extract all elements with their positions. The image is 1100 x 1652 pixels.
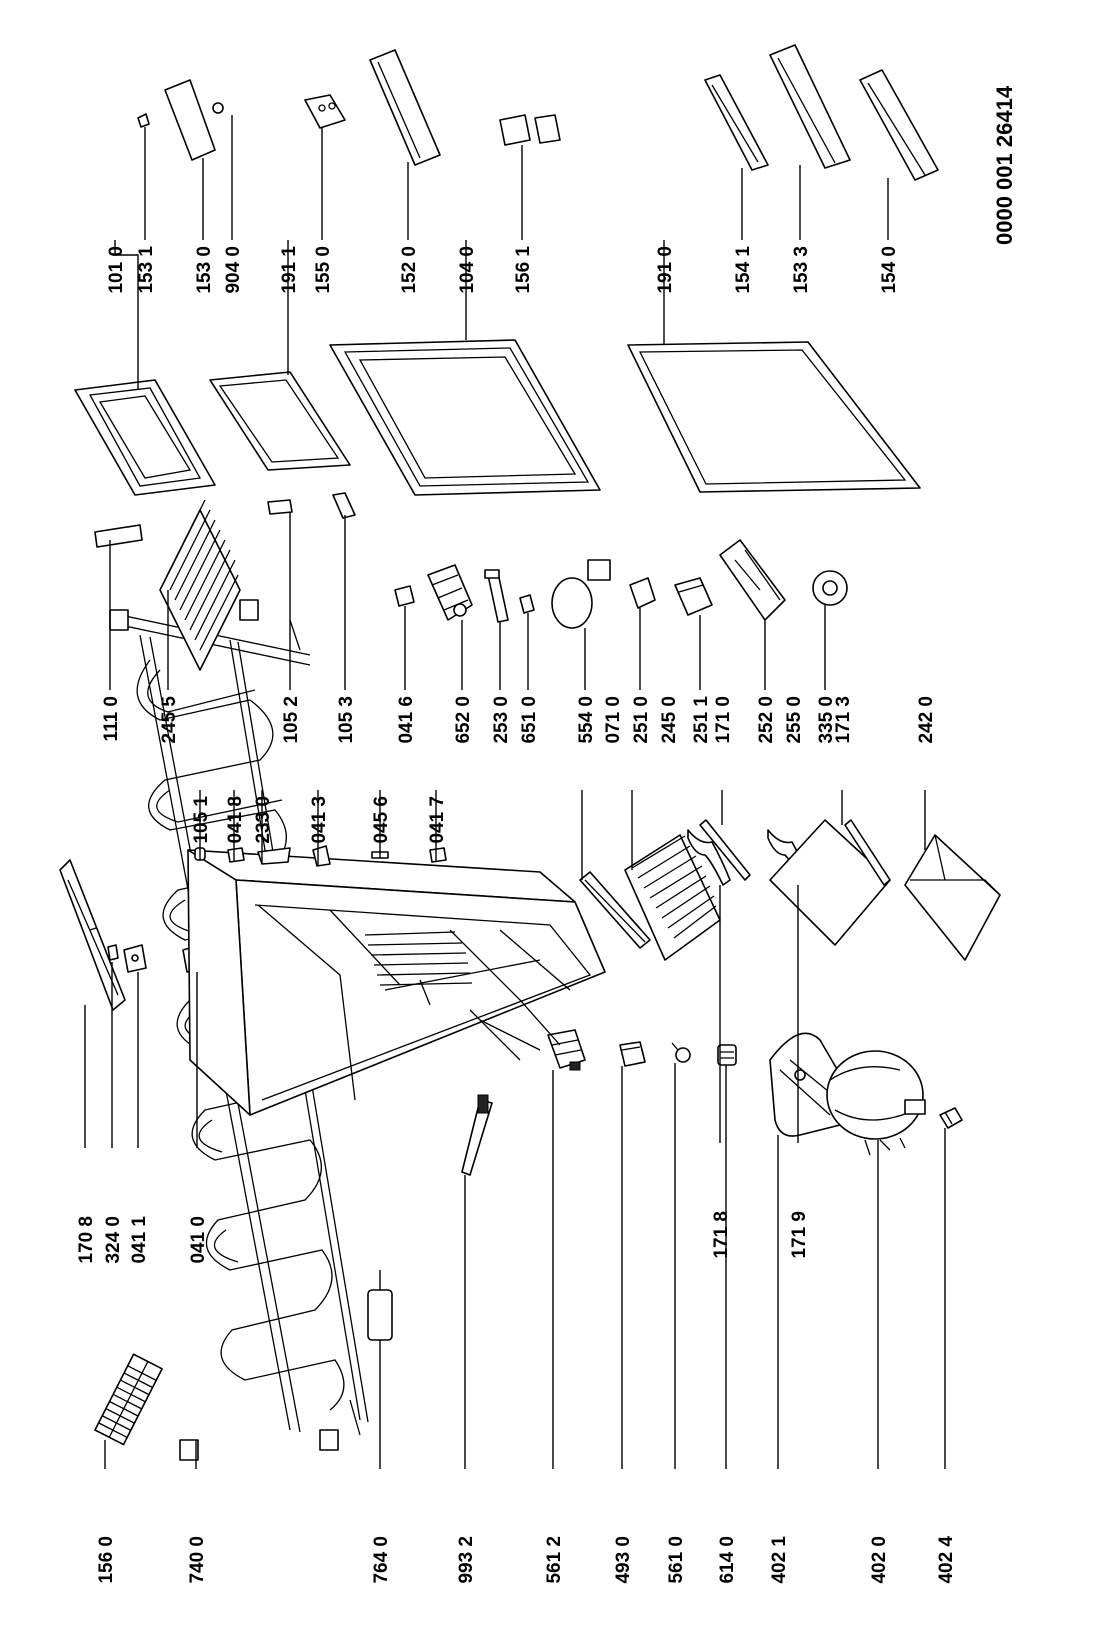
- compressor-clip-drawing: [939, 1107, 963, 1129]
- part-label-bracket: 041 6: [396, 696, 417, 744]
- part-label-thermostat-housing: 252 0: [756, 696, 777, 744]
- ice-cube-tray-drawing: [94, 1353, 163, 1446]
- drip-tray-drawing: [579, 871, 651, 949]
- part-label-light-box: 251 1: [691, 696, 712, 744]
- part-label-knob: 554 0: [576, 696, 597, 744]
- screw-drawing: [107, 944, 119, 961]
- part-label-door-shelf-mid: 153 3: [791, 246, 812, 294]
- part-label-freezer-gasket: 191 1: [279, 246, 300, 294]
- part-label-freezer-door: 101 0: [106, 246, 127, 294]
- part-label-bottle-shelf: 154 0: [879, 246, 900, 294]
- grommet-drawing: [717, 1044, 737, 1066]
- part-label-relay: 561 2: [544, 1536, 565, 1584]
- part-label-hinge-pin: 105 1: [191, 796, 212, 844]
- part-label-condenser: 740 0: [187, 1536, 208, 1584]
- part-label-hinge-cap: 041 7: [427, 796, 448, 844]
- cover-drawing: [619, 1041, 646, 1067]
- part-label-upper-hinge: 041 1: [129, 1216, 150, 1264]
- part-label-washer: 904 0: [223, 246, 244, 294]
- part-label-shelf-trim: 171 0: [713, 696, 734, 744]
- part-label-wire-shelf: 245 5: [159, 696, 180, 744]
- wire-shelf-drawing: [159, 499, 241, 671]
- door-stop-bar-drawing: [332, 492, 356, 519]
- part-label-lamp-holder: 651 0: [519, 696, 540, 744]
- relay-drawing: [547, 1029, 586, 1071]
- part-label-foot: 233 0: [253, 796, 274, 844]
- part-label-ice-cube-tray: 156 0: [96, 1536, 117, 1584]
- part-label-grommet: 614 0: [717, 1536, 738, 1584]
- lamp-cover-drawing: [629, 577, 656, 609]
- part-label-drip-tray: 071 0: [603, 696, 624, 744]
- part-label-service-tube: 993 2: [456, 1536, 477, 1584]
- cabinet-drawing: [187, 849, 606, 1116]
- crisper-trim-drawing: [844, 819, 891, 886]
- part-label-bottle-retainer: 154 1: [733, 246, 754, 294]
- part-label-compressor-clip: 402 4: [936, 1536, 957, 1584]
- light-box-drawing: [674, 577, 713, 616]
- part-label-door-stop: 105 2: [281, 696, 302, 744]
- part-label-glass-shelf-rack: 245 0: [659, 696, 680, 744]
- part-label-crisper-drawer: 242 0: [916, 696, 937, 744]
- part-label-screw: 324 0: [103, 1216, 124, 1264]
- bracket-drawing: [394, 585, 415, 607]
- thermostat-knob-drawing: [812, 570, 848, 606]
- crisper-cover-drawing: [769, 819, 891, 946]
- part-labels: 156 0 740 0 764 0 993 2 561 2 493 0 561 0 614 0…: [76, 246, 957, 1584]
- part-label-overload-clip: 561 0: [666, 1536, 687, 1584]
- part-label-door-shelf-small: 153 0: [194, 246, 215, 294]
- door-shelves-drawing: [137, 44, 939, 181]
- top-panel-drawing: [59, 859, 126, 1011]
- part-label-egg-tray-pin: 153 1: [136, 246, 157, 294]
- part-label-lower-hinge: 041 0: [188, 1216, 209, 1264]
- part-label-shelf-support-left: 171 8: [711, 1211, 732, 1259]
- shelf-trim-drawing: [699, 819, 751, 881]
- thermostat-drawing: [427, 564, 473, 621]
- upper-hinge-drawing: [123, 944, 147, 973]
- crisper-drawer-drawing: [904, 834, 1001, 961]
- part-label-egg-tray: 155 0: [313, 246, 334, 294]
- part-label-pin: 045 6: [371, 796, 392, 844]
- part-label-crisper-trim: 171 3: [833, 696, 854, 744]
- part-label-top-panel: 170 8: [76, 1216, 97, 1264]
- small-hinge-parts-drawing: [194, 845, 447, 867]
- freezer-gasket-drawing: [209, 371, 351, 471]
- thermostat-housing-drawing: [719, 539, 786, 621]
- filter-dryer-drawing: [367, 1270, 393, 1360]
- part-label-crisper-cover: 255 0: [784, 696, 805, 744]
- fridge-gasket-drawing: [627, 341, 921, 493]
- part-label-thermostat-knob: 335 0: [816, 696, 837, 744]
- part-label-hinge-bushing: 041 8: [225, 796, 246, 844]
- condenser-drawing: [109, 599, 369, 1461]
- part-label-fridge-door: 104 0: [457, 246, 478, 294]
- part-label-shelf-support-right: 171 9: [789, 1211, 810, 1259]
- handle-drawing: [94, 524, 143, 548]
- part-label-compressor-bracket: 402 1: [769, 1536, 790, 1584]
- overload-clip-drawing: [671, 1042, 691, 1063]
- part-label-butter-box: 156 1: [513, 246, 534, 294]
- part-label-lamp-cover: 251 0: [631, 696, 652, 744]
- part-label-door-stop-bar: 105 3: [336, 696, 357, 744]
- part-label-thermostat: 652 0: [453, 696, 474, 744]
- part-label-door-shelf: 152 0: [399, 246, 420, 294]
- part-label-capillary: 253 0: [491, 696, 512, 744]
- compressor-drawing: [826, 1050, 926, 1156]
- freezer-door-drawing: [74, 379, 216, 496]
- fridge-door-drawing: [329, 339, 601, 496]
- part-label-handle: 111 0: [101, 696, 122, 741]
- document-reference: 0000 001 26414: [992, 85, 1017, 245]
- door-stop-drawing: [267, 499, 293, 515]
- shelf-support-left-drawing: [687, 829, 731, 886]
- part-label-fridge-gasket: 191 0: [655, 246, 676, 294]
- leader-lines: [84, 115, 946, 1469]
- part-label-middle-hinge: 041 3: [309, 796, 330, 844]
- part-label-compressor: 402 0: [869, 1536, 890, 1584]
- service-tube-drawing: [461, 1094, 493, 1176]
- knob-drawing: [551, 559, 611, 629]
- part-label-cover: 493 0: [613, 1536, 634, 1584]
- lamp-holder-drawing: [519, 594, 535, 614]
- capillary-drawing: [484, 569, 509, 623]
- part-label-filter-dryer: 764 0: [371, 1536, 392, 1584]
